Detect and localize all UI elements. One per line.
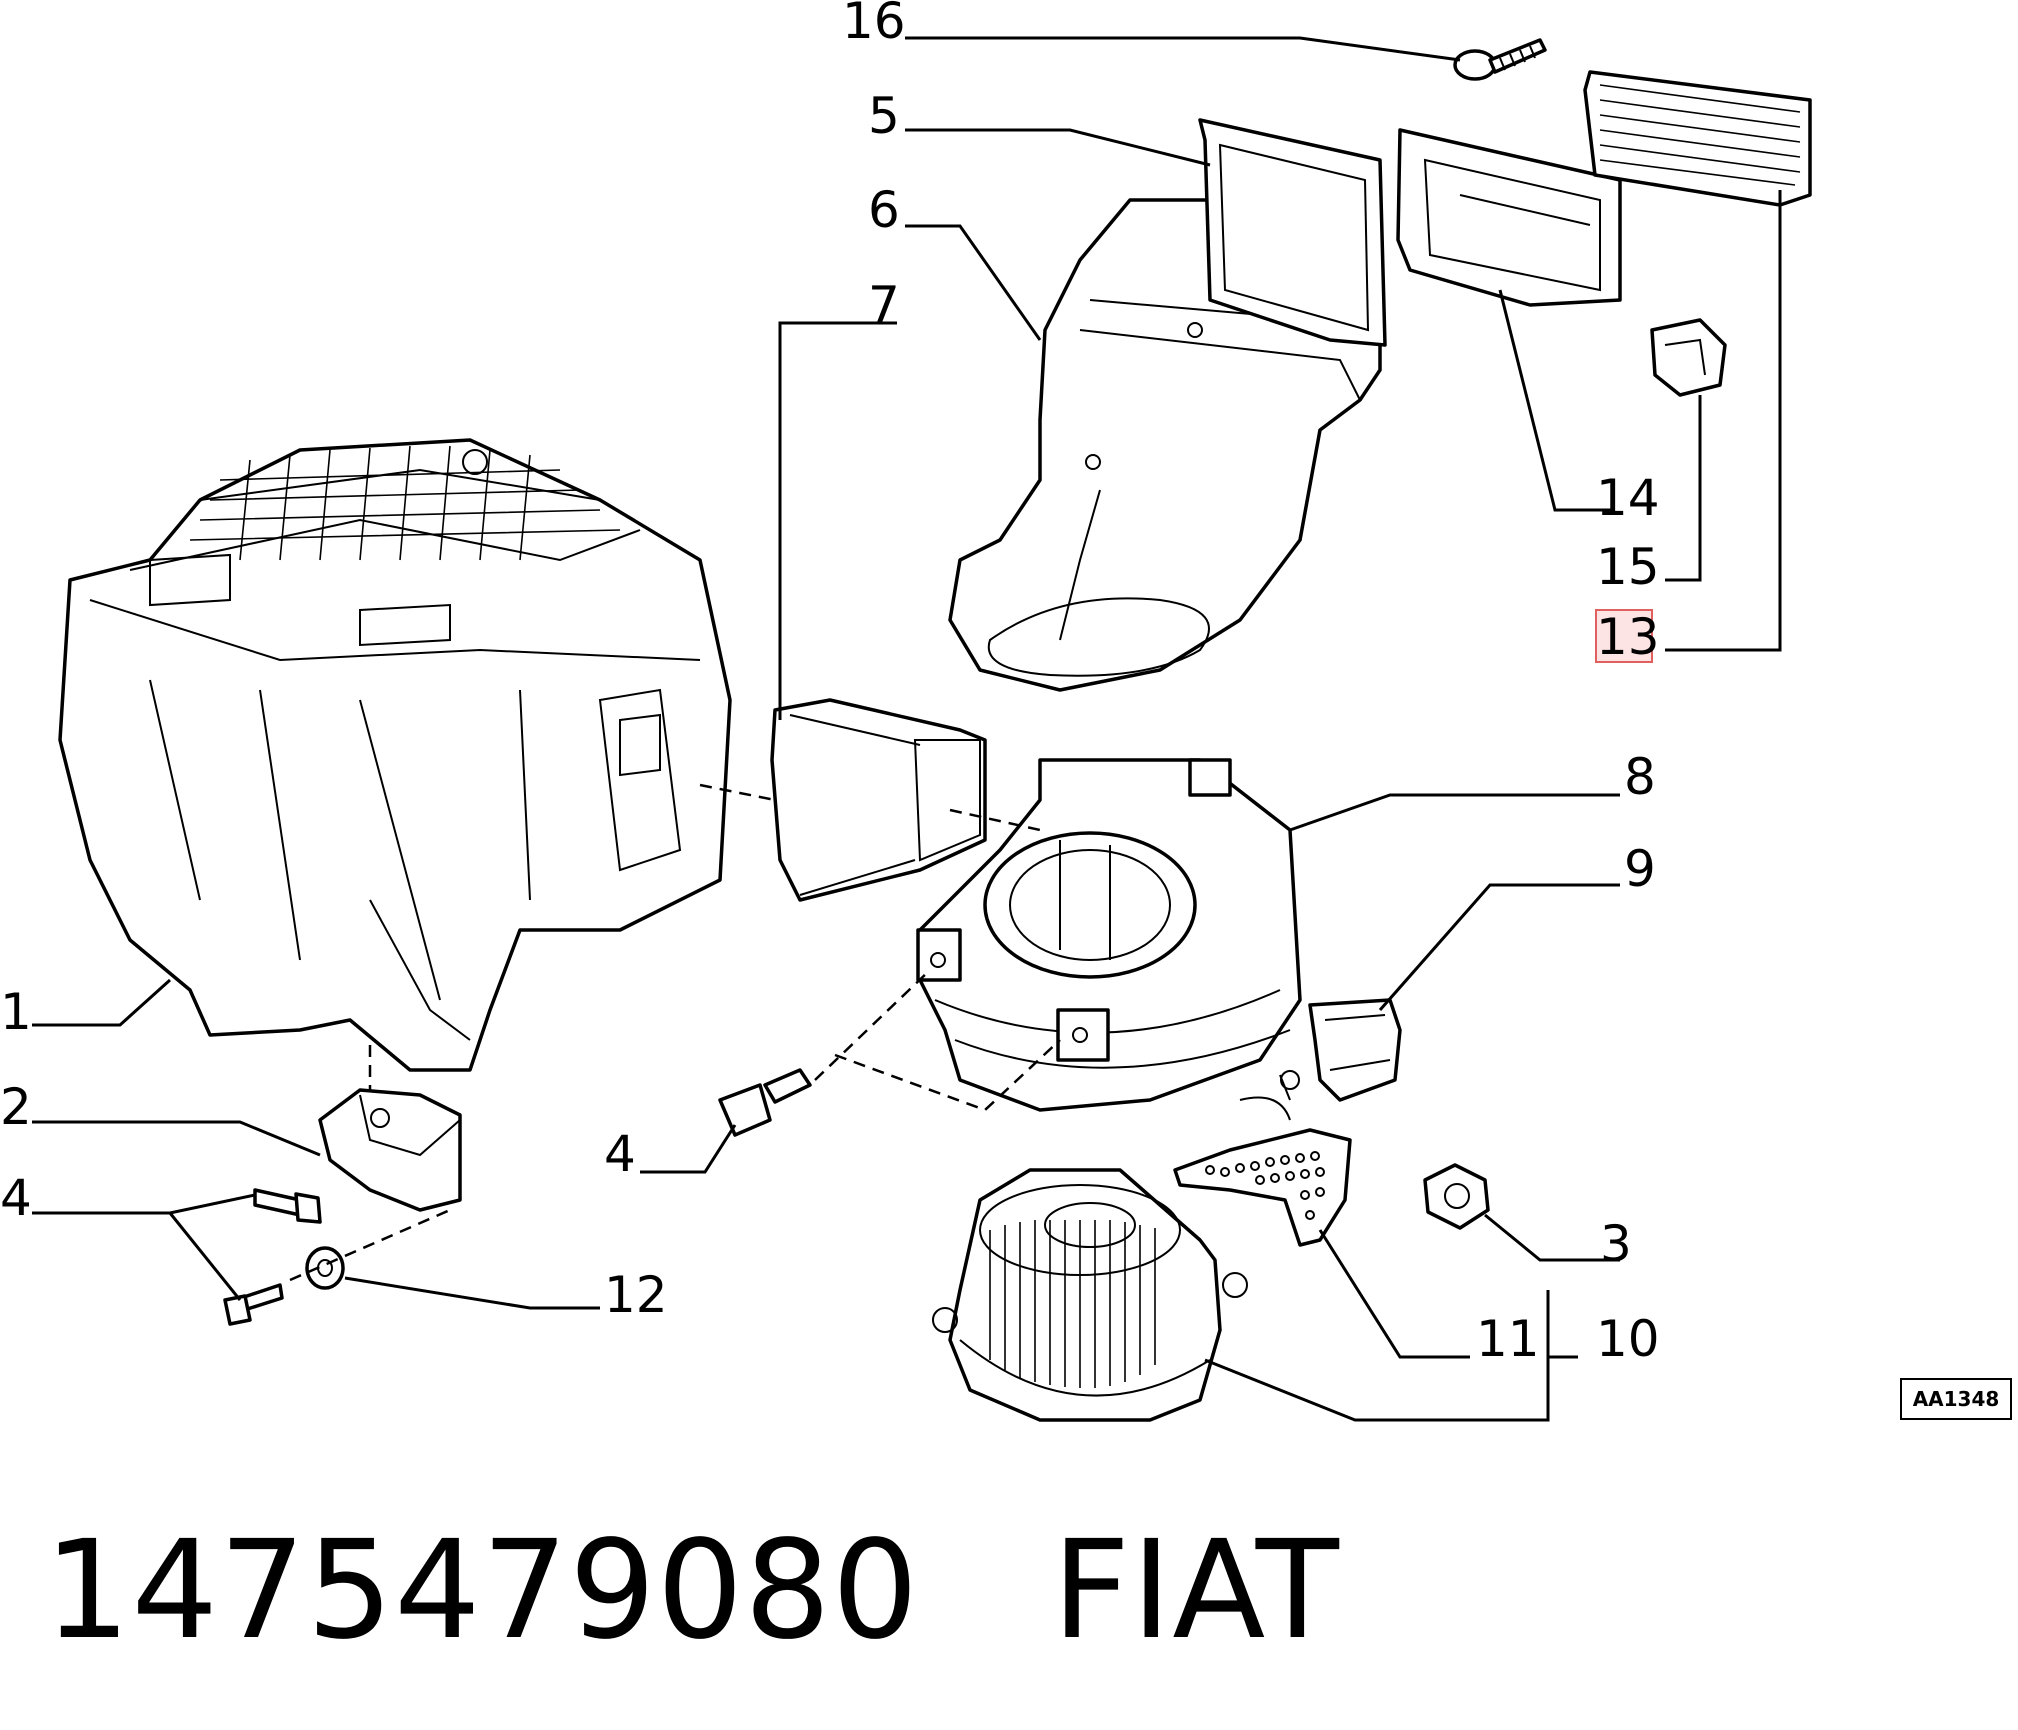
- air-duct: [770, 698, 987, 902]
- callout-10: 10: [1596, 1310, 1660, 1368]
- bolt-center: [718, 1068, 812, 1137]
- callout-5: 5: [868, 87, 900, 145]
- mounting-bracket: [318, 1088, 462, 1212]
- hex-nut: [1423, 1163, 1490, 1230]
- callout-9: 9: [1624, 840, 1656, 898]
- callout-2: 2: [0, 1078, 32, 1136]
- callout-13-highlight: [1595, 609, 1653, 663]
- retaining-clip: [1650, 318, 1727, 397]
- callout-4-left: 4: [0, 1169, 32, 1227]
- callout-11: 11: [1476, 1310, 1540, 1368]
- blower-resistor: [1173, 1070, 1352, 1247]
- callout-7: 7: [868, 276, 900, 334]
- part-number-text: 1475479080: [44, 1512, 920, 1670]
- resistor-bracket: [1308, 998, 1402, 1102]
- callout-14: 14: [1596, 469, 1660, 527]
- bolt-lower-left: [223, 1188, 322, 1326]
- callout-labels: 16 5 6 7 14 15 13 8 9 1 2 4 4 12 3 11 10: [0, 0, 1660, 1368]
- callout-15: 15: [1596, 538, 1660, 596]
- callout-3: 3: [1600, 1215, 1632, 1273]
- callout-16: 16: [842, 0, 906, 50]
- leader-lines: [32, 36, 1782, 1422]
- callout-6: 6: [868, 181, 900, 239]
- filter-frame: [1396, 128, 1622, 307]
- blower-motor: [932, 1168, 1248, 1422]
- assembly-lines: [289, 783, 1061, 1282]
- callout-4-center: 4: [604, 1125, 636, 1183]
- brand-text: FIAT: [1051, 1512, 1340, 1670]
- washer: [305, 1246, 345, 1290]
- intake-gasket: [1198, 118, 1387, 347]
- callout-13: 13: [1596, 608, 1660, 666]
- reference-code-box: AA1348: [1900, 1378, 2012, 1420]
- footer-part-number: 1475479080 FIAT: [44, 1512, 1340, 1670]
- callout-1: 1: [0, 983, 32, 1041]
- callout-12: 12: [604, 1266, 668, 1324]
- heater-housing: [58, 438, 732, 1072]
- screw: [1453, 38, 1547, 81]
- callout-8: 8: [1624, 748, 1656, 806]
- blower-casing: [916, 758, 1302, 1112]
